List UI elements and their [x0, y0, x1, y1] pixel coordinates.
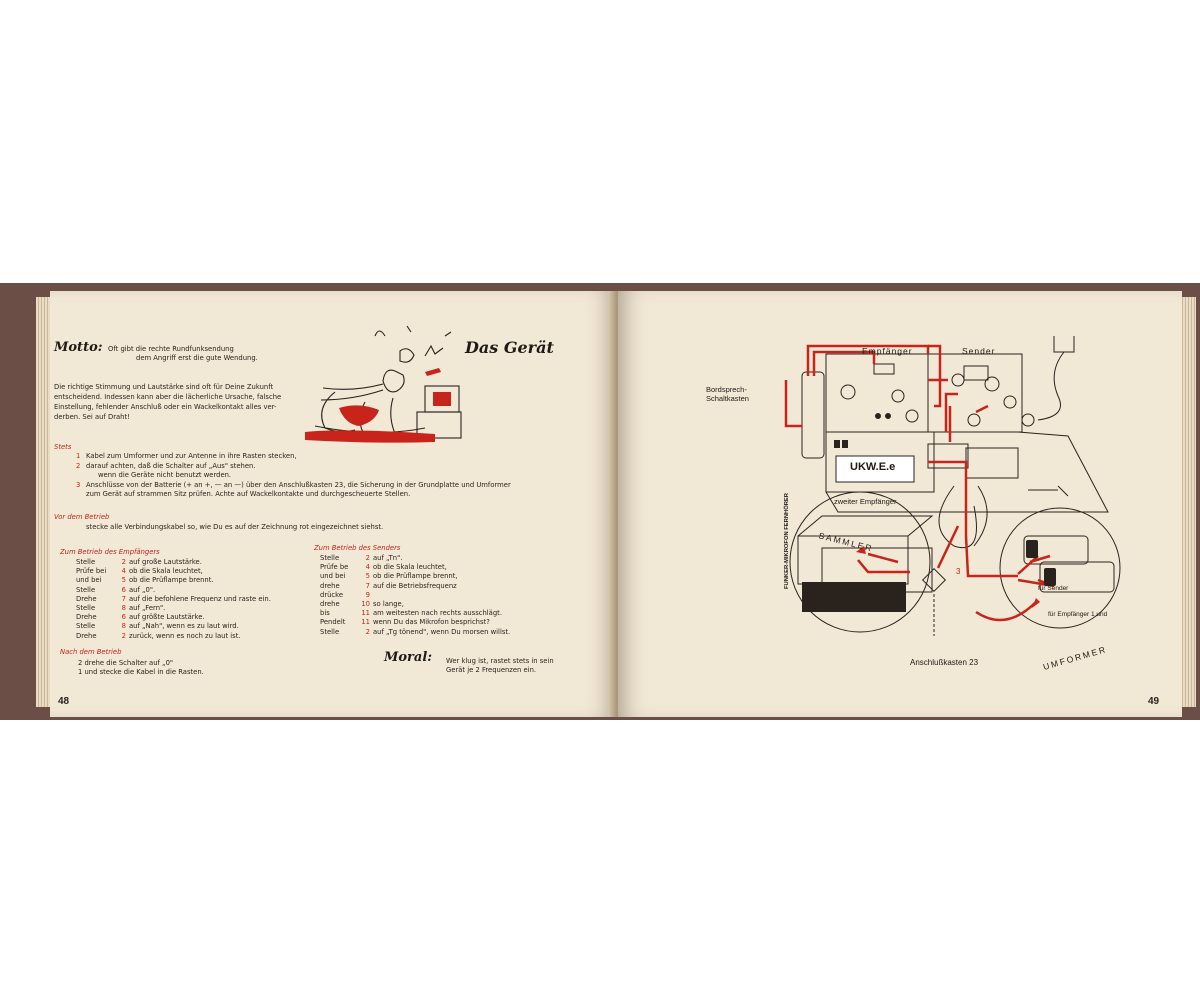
stets-num-2: 2 [76, 462, 81, 470]
nach-betrieb-line-1: 2 drehe die Schalter auf „0" [78, 659, 174, 667]
moral-title: Moral: [384, 650, 433, 665]
stets-text-2: darauf achten, daß die Schalter auf „Aus… [86, 462, 256, 470]
cartoon-illustration [305, 325, 462, 443]
label-bordsprech-2: Schaltkasten [706, 394, 749, 403]
motto-line-1: Oft gibt die rechte Rundfunksendung [108, 345, 234, 353]
page-number-right: 49 [1148, 696, 1160, 707]
nach-betrieb-line-2: 1 und stecke die Kabel in die Rasten. [78, 668, 204, 676]
moral-line-1: Wer klug ist, rastet stets in sein [446, 657, 554, 665]
label-ukw: UKW.E.e [850, 461, 896, 473]
stets-text-4: Anschlüsse von der Batterie (+ an +, — a… [86, 481, 511, 489]
page-edges-left [36, 297, 52, 707]
stets-text-1: Kabel zum Umformer und zur Antenne in ih… [86, 452, 297, 460]
motto-title: Motto: [54, 340, 103, 355]
callout-3: 3 [956, 567, 961, 576]
label-sender: Sender [962, 346, 996, 356]
nach-betrieb-label: Nach dem Betrieb [60, 648, 122, 656]
stets-text-3: wenn die Geräte nicht benutzt werden. [98, 471, 232, 479]
radio-wiring-diagram [784, 336, 1121, 636]
intro-line-1: Die richtige Stimmung und Lautstärke sin… [54, 383, 274, 391]
vor-betrieb-label: Vor dem Betrieb [54, 513, 110, 521]
label-fuer-sender: für Sender [1038, 585, 1069, 592]
stets-label: Stets [54, 443, 72, 451]
stets-num-1: 1 [76, 452, 81, 460]
vor-betrieb-text: stecke alle Verbindungskabel so, wie Du … [86, 523, 384, 531]
page-edges-right [1180, 297, 1196, 707]
motto-line-2: dem Angriff erst die gute Wendung. [136, 354, 258, 362]
intro-line-4: derben. Sei auf Draht! [54, 413, 130, 421]
sender-betrieb-label: Zum Betrieb des Senders [314, 544, 401, 552]
label-bordsprech-1: Bordsprech- [706, 385, 747, 394]
book-spread: Motto: Oft gibt die rechte Rundfunksendu… [0, 283, 1200, 720]
label-funker-mikrofon: FUNKER-MIKROFON FERNHÖRER [784, 493, 790, 589]
page-heading: Das Gerät [465, 338, 554, 357]
stets-num-4: 3 [76, 481, 81, 489]
page-number-left: 48 [58, 696, 70, 707]
label-fuer-empfaenger: für Empfänger 1 und [1048, 611, 1108, 618]
left-page: Motto: Oft gibt die rechte Rundfunksendu… [50, 291, 615, 717]
right-page: Empfänger Sender Bordsprech- Schaltkaste… [618, 291, 1182, 717]
label-zweiter-empfaenger: zweiter Empfänger [834, 497, 897, 506]
label-anschlusskasten: Anschlußkasten 23 [910, 658, 979, 667]
intro-line-2: entscheidend. Indessen kann aber die läc… [54, 393, 282, 401]
intro-line-3: Einstellung, fehlender Anschluß oder ein… [54, 403, 277, 411]
moral-line-2: Gerät je 2 Frequenzen ein. [446, 666, 537, 674]
empfaenger-betrieb-label: Zum Betrieb des Empfängers [60, 548, 160, 556]
label-empfaenger: Empfänger [862, 346, 913, 356]
stets-text-5: zum Gerät auf strammen Sitz prüfen. Acht… [86, 490, 411, 498]
